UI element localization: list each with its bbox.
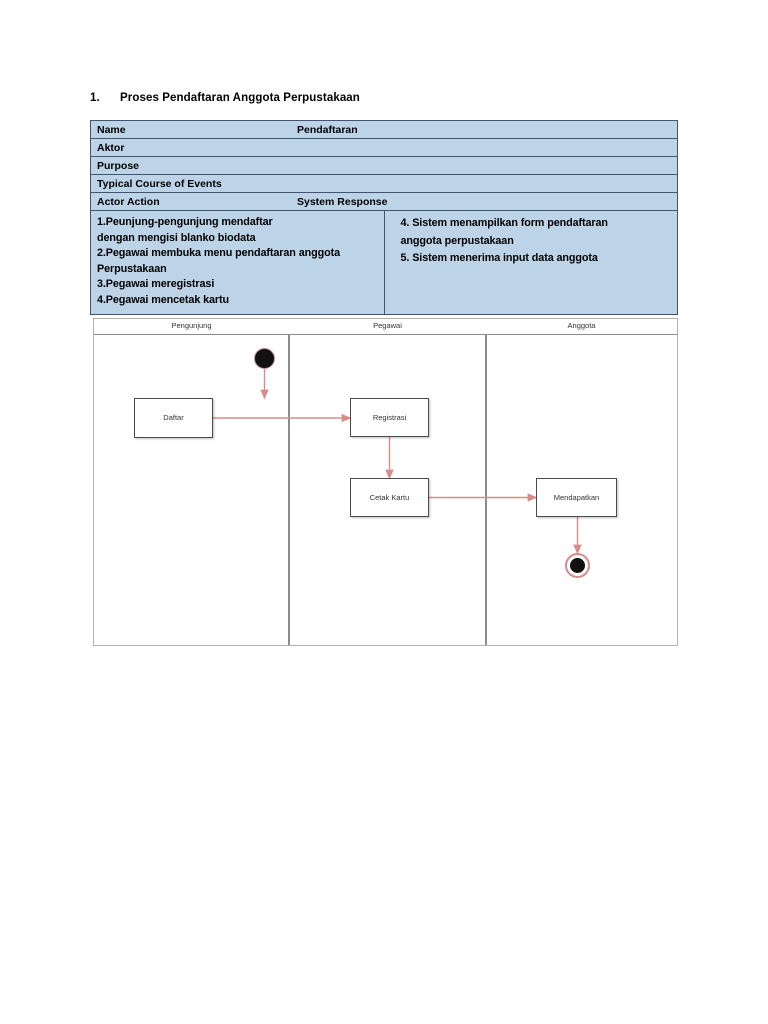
- final-node-icon: [565, 553, 590, 578]
- table-cell-aktor: Aktor: [90, 138, 678, 157]
- lane-title-pengunjung: Pengunjung: [171, 321, 212, 330]
- table-cell-typical-course: Typical Course of Events: [90, 174, 678, 193]
- initial-node-icon: [254, 348, 275, 369]
- list-item: 3.Pegawai meregistrasi: [97, 278, 215, 290]
- activity-node-mendapatkan[interactable]: Mendapatkan: [536, 478, 617, 517]
- column-header-system-response: System Response: [297, 195, 388, 208]
- table-cell-name: Name Pendaftaran: [90, 120, 678, 139]
- table-cell-purpose: Purpose: [90, 156, 678, 175]
- usecase-table: Name Pendaftaran Aktor Purpose: [90, 120, 678, 315]
- lane-header-row: [94, 319, 677, 335]
- activity-node-daftar[interactable]: Daftar: [134, 398, 213, 438]
- list-item: 1.Peunjung-pengunjung mendaftar: [97, 216, 273, 228]
- row-value-name: Pendaftaran: [297, 123, 358, 136]
- table-row: Typical Course of Events: [90, 174, 678, 193]
- list-item: 4.Pegawai mencetak kartu: [97, 293, 230, 306]
- activity-node-label: Mendapatkan: [553, 492, 600, 502]
- table-cell-actor-action-body: 1.Peunjung-pengunjung mendaftar dengan m…: [90, 210, 385, 315]
- page-title: 1. Proses Pendaftaran Anggota Perpustakaa…: [90, 92, 690, 104]
- list-item: anggota perpustakaan: [400, 234, 514, 247]
- list-item: Perpustakaan: [97, 262, 167, 275]
- list-item: 5. Sistem menerima input data anggota: [400, 252, 598, 264]
- activity-node-cetak-kartu[interactable]: Cetak Kartu: [350, 478, 429, 517]
- row-label-typical-course: Typical Course of Events: [97, 177, 222, 190]
- table-cell-system-response-body: 4. Sistem menampilkan form pendaftaran a…: [384, 210, 678, 315]
- row-label-purpose: Purpose: [97, 159, 140, 172]
- heading-text: Proses Pendaftaran Anggota Perpustakaan: [120, 92, 360, 104]
- activity-node-registrasi[interactable]: Registrasi: [350, 398, 429, 437]
- column-header-actor-action: Actor Action: [97, 195, 160, 208]
- activity-diagram: Pengunjung Pegawai Anggota Daftar Regist…: [93, 318, 678, 646]
- table-row: Name Pendaftaran: [90, 120, 678, 139]
- list-item: 4. Sistem menampilkan form pendaftaran: [400, 217, 609, 229]
- activity-node-label: Cetak Kartu: [369, 492, 410, 502]
- system-response-list: 4. Sistem menampilkan form pendaftaran a…: [391, 215, 672, 268]
- lane-title-pegawai: Pegawai: [373, 321, 402, 330]
- list-item: dengan mengisi blanko biodata: [97, 231, 256, 244]
- table-cell-column-headers: Actor Action System Response: [90, 192, 678, 211]
- activity-node-label: Registrasi: [372, 412, 407, 422]
- lane-divider: [485, 335, 487, 645]
- actor-action-list: 1.Peunjung-pengunjung mendaftar dengan m…: [97, 215, 378, 308]
- table-body-row: 1.Peunjung-pengunjung mendaftar dengan m…: [90, 210, 678, 315]
- table-row: Purpose: [90, 156, 678, 175]
- lane-title-anggota: Anggota: [567, 321, 596, 330]
- row-label-aktor: Aktor: [97, 141, 125, 154]
- row-label-name: Name: [97, 123, 126, 136]
- activity-node-label: Daftar: [163, 413, 184, 422]
- lane-divider: [288, 335, 290, 645]
- heading-number: 1.: [90, 92, 100, 104]
- table-header-row: Actor Action System Response: [90, 192, 678, 211]
- table-row: Aktor: [90, 138, 678, 157]
- list-item: 2.Pegawai membuka menu pendaftaran anggo…: [97, 247, 340, 259]
